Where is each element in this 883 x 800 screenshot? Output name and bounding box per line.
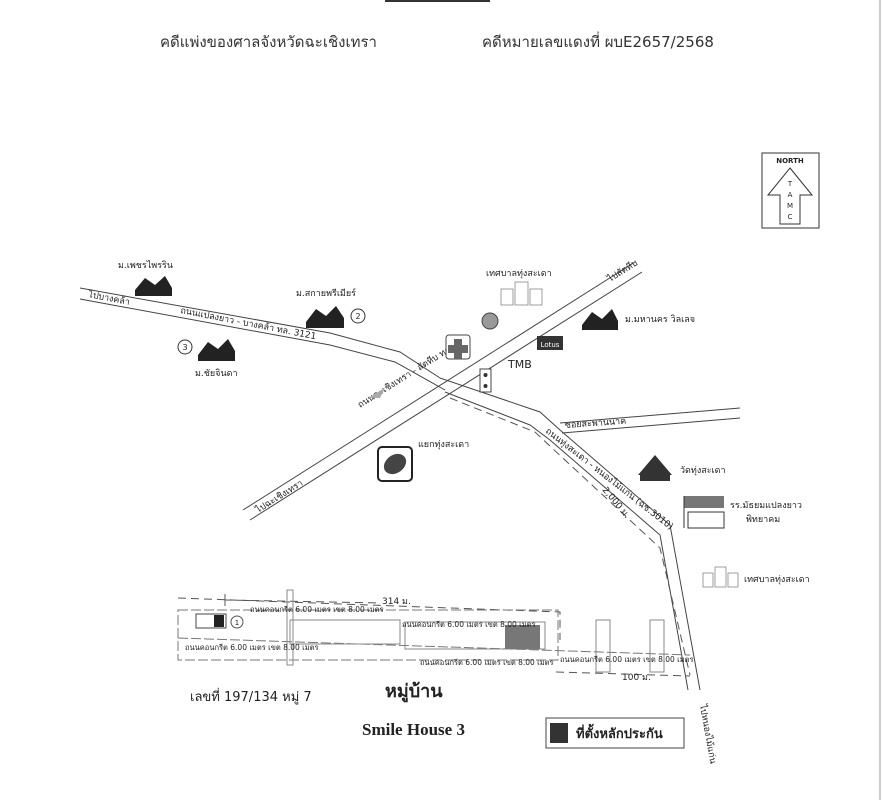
case-number: คดีหมายเลขแดงที่ ผบE2657/2568: [482, 33, 714, 51]
road-label: ถนนคอนกรีต 6.00 เมตร เขต 8.00 เมตร: [402, 620, 536, 629]
mahanakorn-label: ม.มหานคร วิลเลจ: [625, 314, 695, 325]
road-3121-label: ถนนแปลงยาว - บางคล้า ทล. 3121: [179, 305, 317, 342]
village-title: หมู่บ้าน: [385, 681, 443, 703]
petch-label: ม.เพชรไพรริน: [118, 260, 173, 271]
to-chachoengsao-label: ไปฉะเชิงเทรา: [253, 478, 305, 516]
to-bangkhla-label: ไปบางคล้า: [86, 289, 130, 308]
hospital-icon: [445, 334, 471, 360]
house-icon: [582, 309, 618, 330]
house-icon: [306, 306, 344, 328]
svg-text:C: C: [788, 213, 793, 221]
municipal-2-label: เทศบาลทุ่งสะเดา: [744, 575, 810, 585]
road-label: ถนนคอนกรีต 6.00 เมตร เขต 8.00 เมตร: [185, 643, 319, 652]
house-icon: [135, 276, 172, 296]
north-arrow: NORTH T A M C: [761, 152, 820, 229]
house-icon: [198, 339, 235, 361]
collateral-plot: [505, 625, 540, 649]
road-label: ถนนคอนกรีต 6.00 เมตร เขต 8.00 เมตร: [420, 658, 554, 667]
sky-number: 2: [355, 312, 360, 321]
road-3010: [439, 377, 701, 691]
soi-label: ซอยสะพานนาค: [565, 417, 627, 431]
temple-label: วัดทุ่งสะเดา: [680, 466, 726, 476]
school-icon: [683, 496, 725, 529]
municipal-building-icon: [500, 281, 543, 306]
soi-saphannak: [559, 407, 741, 434]
traffic-light-icon: [479, 368, 492, 393]
legend: ที่ตั้งหลักประกัน: [545, 717, 685, 749]
municipal-building-icon: [702, 566, 739, 588]
to-nongmaikaen-label: ไปหนองไม้แก่น: [697, 703, 718, 765]
plot-number: 1: [235, 619, 239, 627]
village-plan: 314 ม. 1 100 ม. ถนนคอนกรีต 6.00 เมตร เขต…: [177, 589, 694, 683]
chai-number: 3: [182, 343, 187, 352]
chai-label: ม.ชัยจินดา: [195, 368, 238, 379]
address-label: เลขที่ 197/134 หมู่ 7: [190, 688, 312, 705]
collateral-legend-swatch: [550, 723, 568, 743]
legend-label: ที่ตั้งหลักประกัน: [576, 723, 663, 742]
svg-text:M: M: [787, 202, 793, 210]
village-name: Smile House 3: [362, 720, 465, 739]
honda-logo-icon: [368, 388, 385, 398]
road-3121: [79, 287, 446, 391]
school-label-1: รร.มัธยมแปลงยาว: [730, 501, 802, 511]
svg-text:T: T: [787, 180, 793, 188]
svg-text:A: A: [788, 191, 793, 199]
seal-icon: [481, 312, 499, 330]
court-name: คดีแพ่งของศาลจังหวัดฉะเชิงเทรา: [160, 33, 377, 51]
dist-314-label: 314 ม.: [382, 597, 411, 607]
road-label: ถนนคอนกรีต 6.00 เมตร เขต 8.00 เมตร: [250, 605, 384, 614]
road-label: ถนนคอนกรีต 6.00 เมตร เขต 8.00 เมตร: [560, 655, 694, 664]
municipal-label: เทศบาลทุ่งสะเดา: [486, 269, 552, 279]
to-sattahip-label: ไปสัตหีบ: [605, 257, 640, 285]
road-331: [242, 261, 643, 521]
junction-label: แยกทุ่งสะเดา: [418, 440, 469, 450]
svg-text:NORTH: NORTH: [776, 157, 804, 165]
lotus-store-icon: Lotus: [537, 336, 563, 350]
dist-100-label: 100 ม.: [622, 673, 651, 683]
svg-text:Lotus: Lotus: [541, 341, 560, 349]
junction-icon: [377, 446, 413, 482]
sky-label: ม.สกายพรีเมียร์: [296, 287, 356, 299]
temple-icon: [638, 455, 672, 481]
tmb-bank-label: TMB: [507, 358, 532, 371]
school-label-2: พิทยาคม: [746, 514, 780, 525]
